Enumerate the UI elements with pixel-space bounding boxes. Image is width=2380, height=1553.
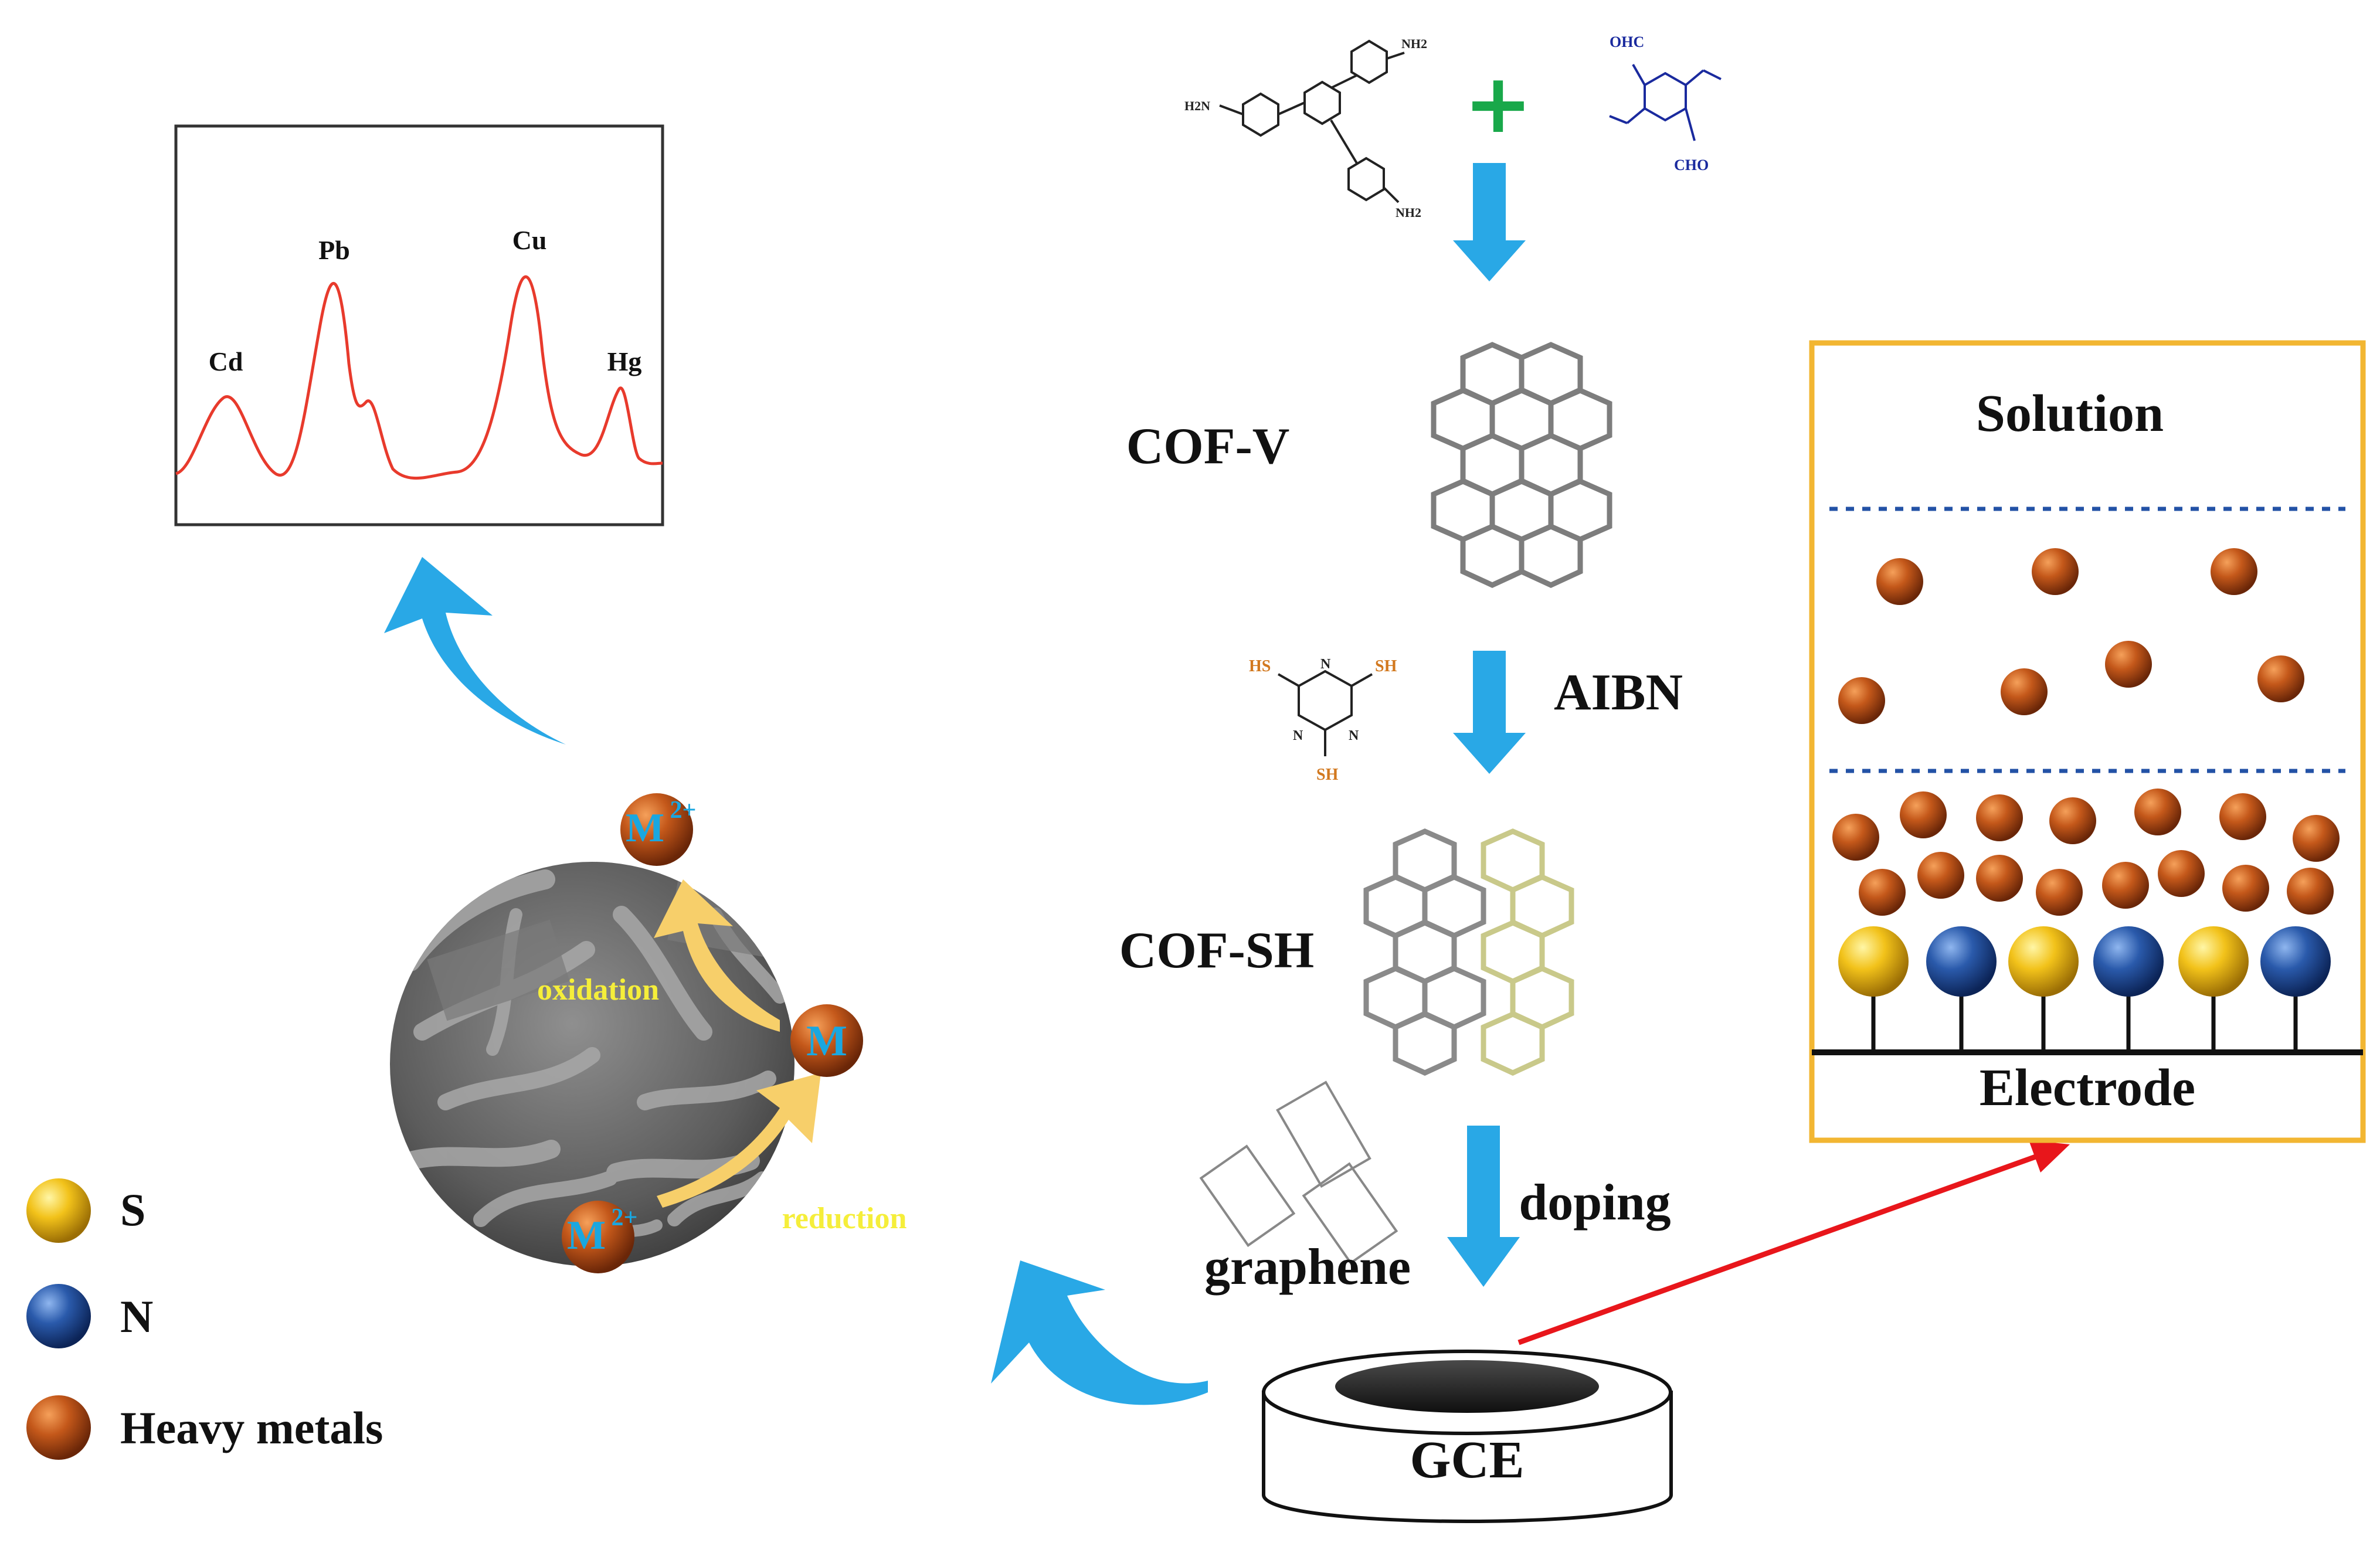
- metal-ion-bottom: M 2+: [562, 1201, 637, 1273]
- legend-swatch-heavy-metals: [26, 1395, 91, 1460]
- spectrum-curve: [175, 275, 663, 480]
- graphene-sheets-icon: [1199, 1080, 1398, 1265]
- svg-text:2+: 2+: [612, 1204, 638, 1231]
- curved-arrow-to-spectrum-icon: [384, 557, 566, 745]
- dialdehyde-monomer-structure: OHC CHO: [1609, 33, 1722, 174]
- svg-text:HS: HS: [1249, 657, 1271, 675]
- solution-label: Solution: [1976, 385, 2164, 443]
- oxidation-label: oxidation: [537, 973, 659, 1007]
- legend: S N Heavy metals: [26, 1178, 383, 1460]
- stripping-spectrum: Cd Pb Cu Hg: [174, 124, 664, 526]
- svg-text:OHC: OHC: [1610, 33, 1644, 50]
- binding-sites: [1838, 926, 2331, 1052]
- legend-label-s: S: [120, 1184, 145, 1235]
- cof-v-label: COF-V: [1126, 418, 1290, 475]
- graphene-label: graphene: [1204, 1239, 1411, 1296]
- cof-v-structure-icon: [1431, 342, 1612, 588]
- reduction-label: reduction: [782, 1202, 907, 1235]
- electrode-interface-panel: Solution: [1809, 340, 2366, 1143]
- legend-swatch-n: [26, 1284, 91, 1348]
- svg-text:M: M: [626, 806, 664, 851]
- aibn-label: AIBN: [1554, 664, 1683, 721]
- svg-text:N: N: [1320, 657, 1331, 672]
- electrode-label: Electrode: [1980, 1059, 2195, 1117]
- synthesis-arrow-3-icon: [1447, 1126, 1520, 1287]
- peak-label-cu: Cu: [512, 225, 547, 255]
- svg-text:SH: SH: [1316, 766, 1339, 784]
- oxidation-arrow-icon: [654, 879, 780, 1032]
- plus-sign: +: [1464, 56, 1532, 152]
- legend-label-n: N: [120, 1291, 153, 1342]
- peak-label-pb: Pb: [318, 235, 350, 265]
- gce-electrode: GCE: [1262, 1350, 1673, 1523]
- synthesis-arrow-2-icon: [1453, 651, 1526, 774]
- doping-label: doping: [1519, 1174, 1671, 1231]
- svg-text:2+: 2+: [670, 797, 697, 824]
- peak-label-hg: Hg: [607, 346, 642, 376]
- cof-sh-structure-icon: [1363, 828, 1574, 1076]
- curved-arrow-to-sem-icon: [991, 1260, 1208, 1405]
- adsorbed-ions: [1832, 789, 2340, 916]
- svg-text:M: M: [567, 1213, 606, 1258]
- cof-sh-label: COF-SH: [1119, 922, 1314, 979]
- reduction-arrow-icon: [657, 1073, 821, 1208]
- sem-image: M 2+ M M 2+ oxidation reduction: [390, 793, 906, 1273]
- svg-text:CHO: CHO: [1674, 157, 1709, 174]
- svg-text:M: M: [806, 1017, 847, 1065]
- legend-label-heavy-metals: Heavy metals: [120, 1402, 383, 1453]
- legend-swatch-s: [26, 1178, 91, 1243]
- solution-ions: [1838, 548, 2304, 724]
- triamine-monomer-structure: NH2 H2N NH2: [1184, 36, 1427, 220]
- svg-text:H2N: H2N: [1184, 98, 1210, 113]
- peak-label-cd: Cd: [209, 346, 243, 376]
- svg-text:NH2: NH2: [1396, 205, 1421, 220]
- trithiocyanuric-acid-structure: HS SH SH N N N: [1249, 657, 1397, 784]
- svg-text:N: N: [1293, 728, 1303, 743]
- svg-text:NH2: NH2: [1401, 36, 1427, 51]
- spectrum-frame: [174, 124, 664, 526]
- svg-text:SH: SH: [1375, 657, 1397, 675]
- gce-label: GCE: [1410, 1431, 1524, 1489]
- pointer-arrow-icon: [1517, 1140, 2070, 1345]
- metal-atom-center: M: [790, 1004, 863, 1077]
- svg-text:N: N: [1349, 728, 1359, 743]
- metal-ion-top: M 2+: [620, 793, 696, 866]
- synthesis-arrow-1-icon: [1453, 163, 1526, 281]
